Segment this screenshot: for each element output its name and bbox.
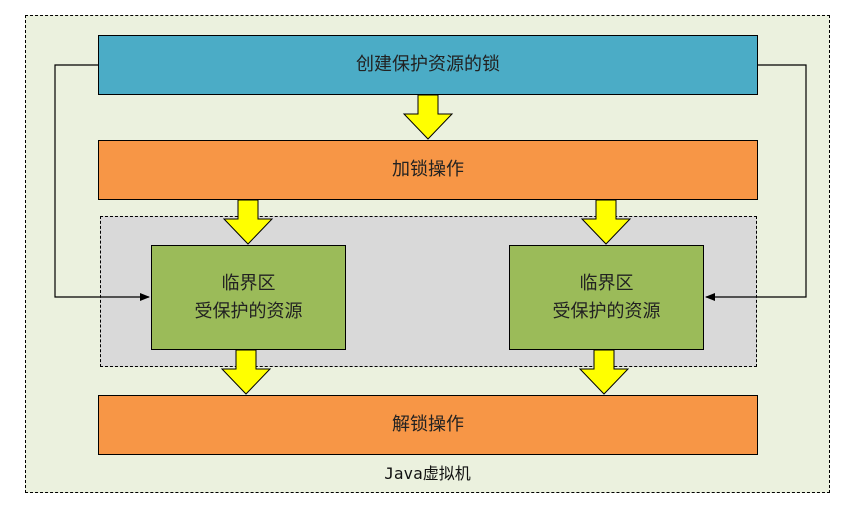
lock-operation-box: 加锁操作 [98,140,758,200]
critical-right-line2: 受保护的资源 [552,300,661,322]
flow-arrow-create-to-lock [402,94,454,140]
flow-arrow-left-to-unlock [220,349,272,395]
lock-ref-arrow-right [705,64,807,301]
flow-arrow-lock-to-right [580,199,632,245]
critical-left-line1: 临界区 [221,272,276,294]
critical-left-line2: 受保护的资源 [194,300,303,322]
critical-right-line1: 临界区 [579,272,634,294]
unlock-operation-box: 解锁操作 [98,395,758,455]
unlock-operation-label: 解锁操作 [392,414,464,435]
flow-arrow-right-to-unlock [578,349,630,395]
lock-ref-arrow-left [54,64,150,301]
flow-arrow-lock-to-left [222,199,274,245]
jvm-frame-label: Java虚拟机 [384,464,471,483]
create-lock-label: 创建保护资源的锁 [356,54,500,75]
lock-operation-label: 加锁操作 [392,159,464,180]
critical-section-right: 临界区 受保护的资源 [509,245,704,350]
